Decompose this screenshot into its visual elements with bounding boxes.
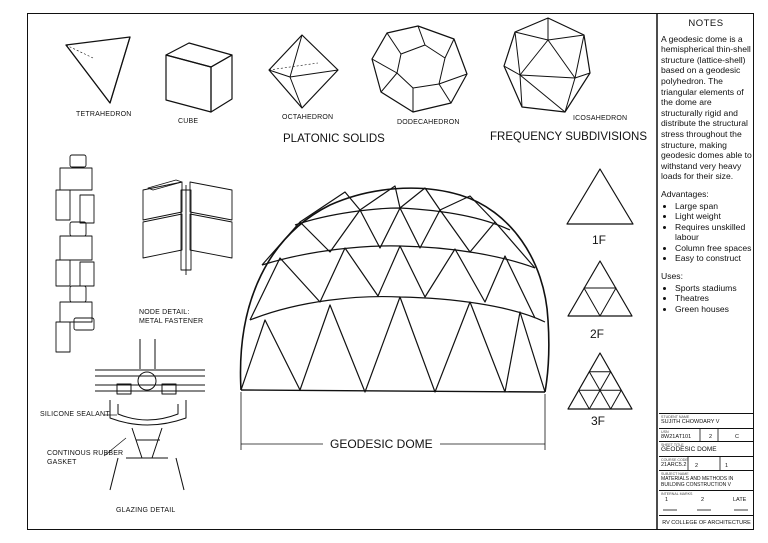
title-block-subject: SUBJECT NAME MATERIALS AND METHODS IN BU… — [659, 470, 754, 490]
subject-value: MATERIALS AND METHODS IN BUILDING CONSTR… — [661, 476, 734, 488]
uses-list: Sports stadiums Theatres Green houses — [659, 283, 753, 315]
advantage-item: Easy to construct — [675, 253, 753, 264]
frequency-2f-triangle — [567, 260, 633, 317]
frequency-1f-label: 1F — [592, 233, 607, 247]
title-block-student: STUDENT NAME SUJITH CHOWDARY V — [659, 413, 754, 428]
dodecahedron-drawing — [371, 25, 468, 113]
dodecahedron-label: DODECAHEDRON — [397, 119, 460, 126]
title-block-usn: USN 8W21AT101 2 C — [659, 428, 754, 441]
advantage-item: Requires unskilled labour — [675, 222, 753, 243]
icosahedron-label: ICOSAHEDRON — [573, 115, 628, 122]
mark-2-label: 2 — [701, 497, 705, 503]
title-block-course: COURSE CODE 21ARC5.2 2 1 — [659, 456, 754, 470]
advantage-item: Large span — [675, 201, 753, 212]
sheet-number-value: 2 — [695, 463, 699, 469]
sheet-title-value: GEODESIC DOME — [661, 446, 717, 453]
semester-value: 2 — [709, 434, 713, 440]
notes-panel: NOTES A geodesic dome is a hemispherical… — [659, 14, 753, 413]
tetrahedron-label: TETRAHEDRON — [76, 111, 132, 118]
use-item: Green houses — [675, 304, 753, 315]
notes-intro: A geodesic dome is a hemispherical thin-… — [661, 33, 752, 182]
frequency-3f-triangle — [567, 352, 633, 410]
advantages-list: Large span Light weight Requires unskill… — [659, 201, 753, 265]
section-value: C — [735, 434, 739, 440]
mark-1-label: 1 — [665, 497, 669, 503]
uses-heading: Uses: — [661, 271, 683, 282]
cube-drawing — [165, 42, 233, 113]
notes-title: NOTES — [688, 18, 724, 29]
student-name: SUJITH CHOWDARY V — [661, 419, 720, 425]
advantage-item: Column free spaces — [675, 243, 753, 254]
rubber-gasket-label: CONTINOUS RUBBER GASKET — [47, 450, 124, 466]
frequency-3f-label: 3F — [591, 414, 606, 428]
usn-value: 8W21AT101 — [661, 434, 692, 440]
glazing-detail-label: GLAZING DETAIL — [116, 507, 176, 514]
use-item: Theatres — [675, 293, 753, 304]
node-detail-vertical-drawing — [55, 154, 95, 353]
cube-label: CUBE — [178, 118, 199, 125]
icosahedron-drawing — [503, 17, 591, 113]
advantage-item: Light weight — [675, 211, 753, 222]
frequency-2f-label: 2F — [590, 327, 605, 341]
title-block-grid — [663, 429, 748, 511]
title-block-marks: INTERNAL MARKS 1 2 LATE — [659, 490, 754, 515]
geodesic-dome-label: GEODESIC DOME — [330, 437, 433, 451]
geodesic-dome-drawing — [239, 185, 550, 393]
node-detail-fastener-drawing — [142, 179, 233, 275]
tetrahedron-drawing — [65, 36, 131, 104]
college-name: RV COLLEGE OF ARCHITECTURE — [659, 515, 754, 530]
dome-dimension-line — [240, 392, 546, 450]
total-sheets-value: 1 — [725, 463, 729, 469]
glazing-detail-drawing — [95, 339, 205, 491]
use-item: Sports stadiums — [675, 283, 753, 294]
title-block-sheet-title: SHEET TITLE GEODESIC DOME — [659, 441, 754, 456]
octahedron-drawing — [268, 34, 339, 109]
silicone-sealant-label: SILICONE SEALANT — [40, 411, 110, 418]
frequency-1f-triangle — [566, 168, 634, 225]
course-code-value: 21ARC5.2 — [661, 462, 687, 468]
platonic-solids-heading: PLATONIC SOLIDS — [283, 133, 385, 145]
octahedron-label: OCTAHEDRON — [282, 114, 334, 121]
drawing-sheet-border — [27, 13, 754, 530]
late-label: LATE — [733, 497, 747, 503]
frequency-subdivisions-heading: FREQUENCY SUBDIVISIONS — [490, 131, 647, 143]
node-detail-label: NODE DETAIL: METAL FASTENER — [139, 309, 204, 325]
advantages-heading: Advantages: — [661, 188, 709, 199]
